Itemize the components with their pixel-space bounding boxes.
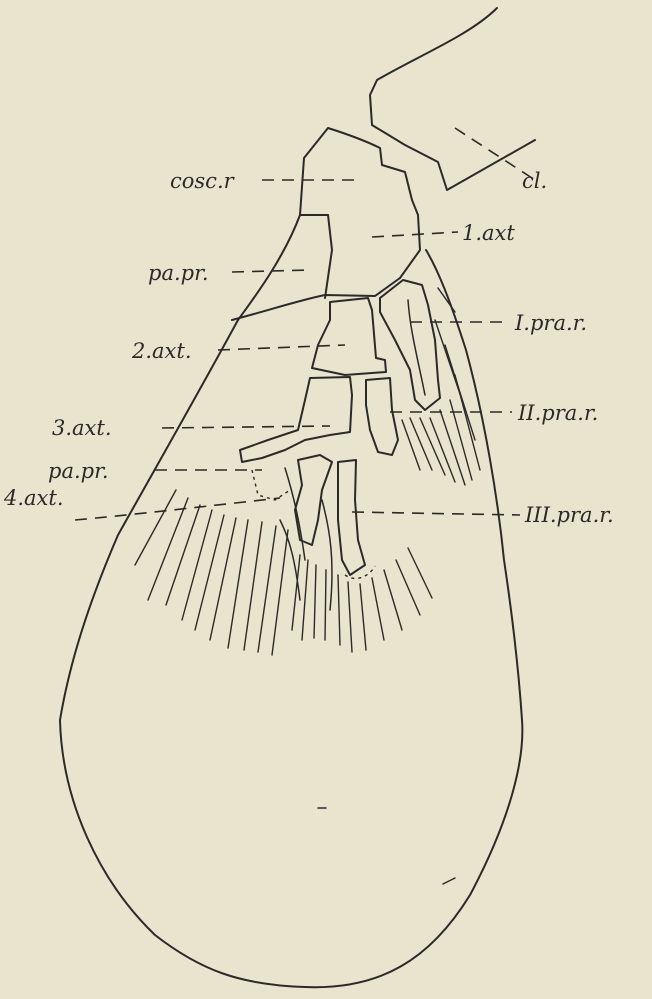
- axonost-1-left-edge: [325, 215, 332, 298]
- label-axt1: 1.axt: [462, 221, 515, 245]
- label-pra2: II.pra.r.: [517, 401, 598, 425]
- upper-propterygium-line: [238, 215, 328, 320]
- preaxial-radial-3: [338, 460, 365, 575]
- label-papr-lower: pa.pr.: [48, 459, 109, 483]
- cleithrum-outline: [370, 8, 535, 190]
- leader-pra3: [352, 512, 520, 515]
- axonost-3: [240, 377, 352, 462]
- leader-axt2: [218, 345, 345, 350]
- paper-mark: [443, 878, 455, 884]
- radial-branch-b: [322, 500, 332, 610]
- axonost-1-lower-edge: [232, 278, 400, 320]
- axonost-2: [312, 298, 386, 375]
- label-axt3: 3.axt.: [52, 416, 112, 440]
- leader-axt3: [162, 426, 330, 428]
- leader-axt1: [372, 232, 458, 237]
- label-cl: cl.: [522, 169, 547, 193]
- preaxial-radial-1: [380, 280, 440, 410]
- label-cosc: cosc.r: [170, 169, 236, 193]
- label-axt2: 2.axt.: [131, 339, 192, 363]
- label-pra3: III.pra.r.: [524, 503, 614, 527]
- coracoscapula: [300, 128, 420, 278]
- leader-axt4: [75, 498, 280, 520]
- label-papr-upper: pa.pr.: [148, 261, 209, 285]
- fin-rays: [135, 320, 480, 655]
- fin-outline: [60, 250, 522, 987]
- label-axt4: 4.axt.: [3, 486, 64, 510]
- label-pra1: I.pra.r.: [514, 311, 587, 335]
- preaxial-radial-2: [366, 378, 398, 455]
- lower-propterygium-dotted: [252, 470, 290, 500]
- pra1-inner-strut: [408, 300, 425, 395]
